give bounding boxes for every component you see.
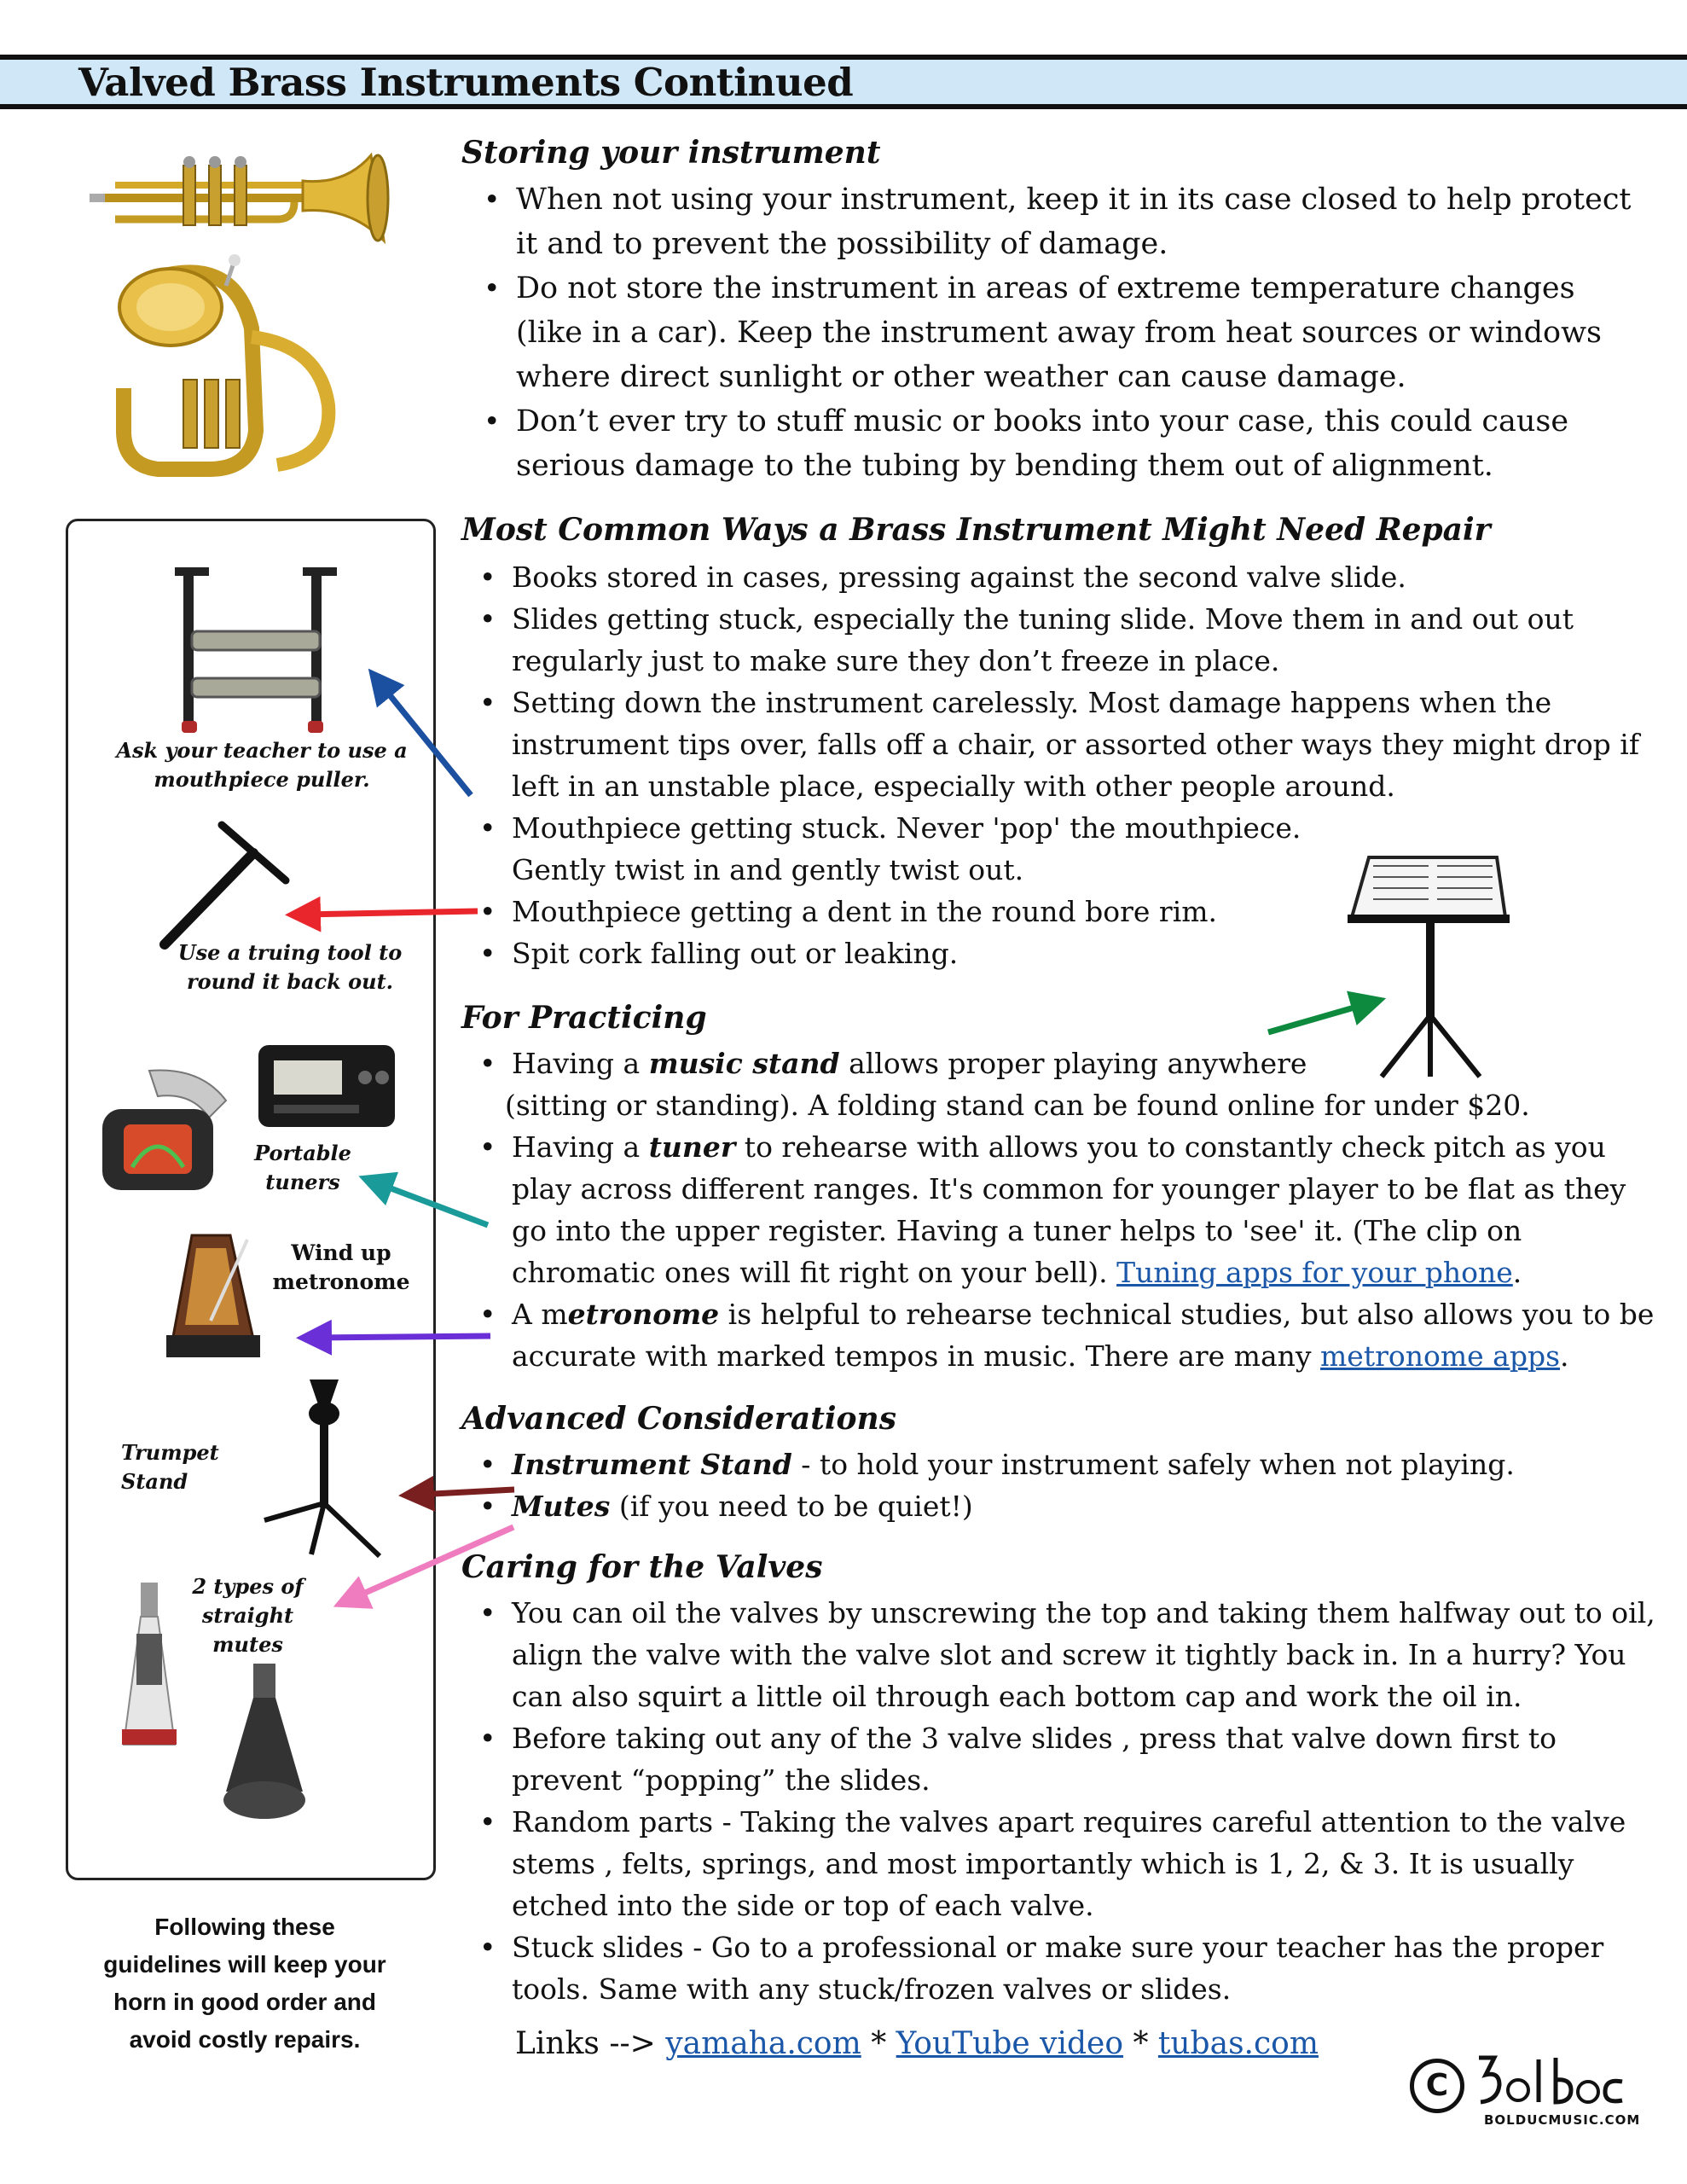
valves-list: You can oil the valves by unscrewing the… [479,1592,1658,2010]
arrow-blue [368,668,473,798]
text-span: (sitting or standing). A folding stand c… [505,1089,1530,1122]
repair-list: Books stored in cases, pressing against … [479,556,1656,974]
mutes-caption: 2 types of straight mutes [192,1574,304,1657]
text-span: A m [512,1298,568,1331]
list-item: When not using your instrument, keep it … [484,177,1644,266]
list-item: Do not store the instrument in areas of … [484,266,1644,399]
emphasis-instrument-stand: Instrument Stand [512,1448,792,1481]
links-separator: * [861,2026,896,2061]
metronome-caption: Wind up metronome [272,1240,410,1294]
arrow-maroon [398,1475,515,1512]
section-title-storing: Storing your instrument [461,135,881,171]
text-span: allows proper playing anywhere [839,1047,1307,1080]
tuner-image-2 [102,1069,228,1190]
stand-caption: Trumpet Stand [121,1440,219,1494]
section-title-valves: Caring for the Valves [461,1549,823,1585]
list-item: You can oil the valves by unscrewing the… [479,1592,1658,1717]
links-separator: * [1123,2026,1158,2061]
list-item: Random parts - Taking the valves apart r… [479,1801,1658,1926]
yamaha-link[interactable]: yamaha.com [665,2026,861,2061]
list-item: Before taking out any of the 3 valve sli… [479,1717,1658,1801]
links-prefix: Links --> [515,2026,666,2061]
list-item: Don’t ever try to stuff music or books i… [484,399,1644,488]
section-title-repair: Most Common Ways a Brass Instrument Migh… [461,512,1491,548]
text-span: . [1512,1256,1522,1289]
emphasis-music-stand: music stand [648,1047,840,1080]
footer-note: Following these guidelines will keep you… [103,1914,386,2053]
header-bar [0,55,1687,109]
logo-site-text: BOLDUCMUSIC.COM [1484,2112,1641,2128]
sidebar-box [66,519,436,1880]
truing-tool-image [159,821,290,950]
metronome-image [166,1234,260,1357]
arrow-pink [333,1524,515,1609]
tuner-image-1 [258,1045,395,1127]
list-item: Books stored in cases, pressing against … [479,556,1656,598]
emphasis-metronome: etronome [567,1298,720,1331]
music-stand-image [1348,856,1510,1078]
euphonium-image [116,254,336,477]
list-item: Setting down the instrument carelessly. … [479,682,1656,807]
list-item: A metronome is helpful to rehearse techn… [479,1293,1656,1377]
youtube-video-link[interactable]: YouTube video [896,2026,1124,2061]
text-span: - to hold your instrument safely when no… [791,1448,1515,1481]
text-span: is helpful to rehearse technical studies… [512,1298,1655,1373]
emphasis-mutes: Mutes [512,1490,611,1523]
list-item: Mouthpiece getting stuck. Never 'pop' th… [479,807,1365,891]
section-title-advanced: Advanced Considerations [461,1401,896,1437]
list-item: Instrument Stand - to hold your instrume… [479,1443,1656,1485]
list-item: Having a music stand allows proper playi… [479,1043,1656,1126]
list-item: Spit cork falling out or leaking. [479,932,1656,974]
list-item: Having a tuner to rehearse with allows y… [479,1126,1656,1293]
arrow-red [285,896,478,932]
bolduc-logo-icon [1479,2055,1623,2105]
puller-caption: Ask your teacher to use a mouthpiece pul… [116,738,408,792]
list-item: Stuck slides - Go to a professional or m… [479,1926,1658,2010]
arrow-green [1267,990,1387,1036]
text-span: . [1560,1339,1569,1373]
tubas-link[interactable]: tubas.com [1157,2026,1319,2061]
list-item: Mutes (if you need to be quiet!) [479,1485,1656,1527]
page-title: Valved Brass Instruments Continued [78,60,854,105]
mouthpiece-puller-image [175,567,337,733]
trumpet-stand-image [264,1380,382,1559]
straight-mute-image-1 [122,1583,177,1745]
links-line: Links --> yamaha.com * YouTube video * t… [515,2023,1319,2065]
section-title-practicing: For Practicing [461,1000,707,1036]
tuning-apps-link[interactable]: Tuning apps for your phone [1116,1256,1513,1289]
trumpet-image [90,152,390,245]
arrow-purple [296,1319,491,1356]
arrow-teal [358,1171,490,1228]
storing-list: When not using your instrument, keep it … [484,177,1644,488]
text-span: to rehearse with allows you to constantl… [512,1130,1626,1289]
list-item: Slides getting stuck, especially the tun… [479,598,1656,682]
straight-mute-image-2 [223,1664,305,1819]
emphasis-tuner: tuner [648,1130,736,1164]
copyright-icon: C [1410,2059,1464,2113]
text-span: Having a [512,1130,649,1164]
text-span: Having a [512,1047,649,1080]
metronome-apps-link[interactable]: metronome apps [1320,1339,1561,1373]
text-span: (if you need to be quiet!) [610,1490,973,1523]
practicing-list: Having a music stand allows proper playi… [479,1043,1656,1377]
tuners-caption: Portable tuners [254,1141,351,1194]
list-item: Mouthpiece getting a dent in the round b… [479,891,1656,932]
advanced-list: Instrument Stand - to hold your instrume… [479,1443,1656,1527]
truing-caption: Use a truing tool to round it back out. [177,940,403,994]
